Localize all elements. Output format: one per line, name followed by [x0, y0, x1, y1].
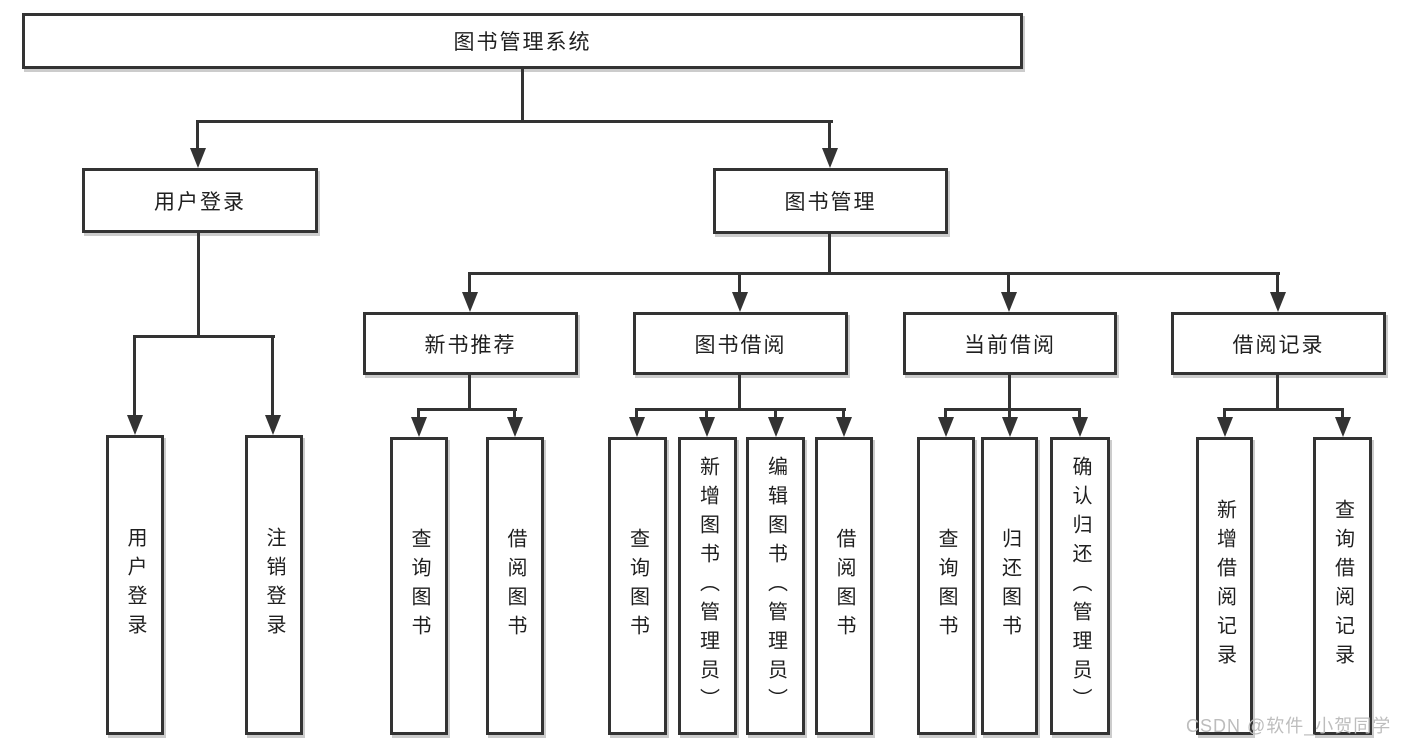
edge-to-cb-return	[1008, 408, 1011, 419]
node-new-book: 新书推荐	[363, 312, 578, 375]
csdn-watermark: CSDN @软件_小贺同学	[1186, 716, 1392, 736]
node-leaf-bw-query: 查询图书	[608, 437, 667, 735]
arrowhead-bw-borrow	[836, 417, 852, 437]
node-records: 借阅记录	[1171, 312, 1386, 375]
arrowhead-cb-return	[1002, 417, 1018, 437]
edge-root-to-book-mgmt	[828, 120, 831, 152]
node-leaf-cb-confirm: 确认归还（管理员）	[1050, 437, 1110, 735]
edge-to-current	[1007, 272, 1010, 294]
edge-records-stem	[1276, 375, 1279, 408]
arrowhead-nb-query	[411, 417, 427, 437]
edge-new-book-stem	[468, 375, 471, 408]
node-leaf-rc-add: 新增借阅记录	[1196, 437, 1253, 735]
edge-current-bar	[944, 408, 1081, 411]
arrowhead-user-login	[190, 148, 206, 168]
edge-root-stem	[521, 69, 524, 120]
arrowhead-records	[1270, 292, 1286, 312]
edge-records-bar	[1223, 408, 1344, 411]
node-leaf-cb-query: 查询图书	[917, 437, 975, 735]
edge-to-cb-confirm	[1078, 408, 1081, 419]
edge-new-book-bar	[417, 408, 517, 411]
arrowhead-leaf-login	[127, 415, 143, 435]
edge-book-mgmt-bar	[468, 272, 1280, 275]
edge-user-login-stem	[197, 233, 200, 335]
edge-to-new-book	[468, 272, 471, 294]
arrowhead-rc-query	[1335, 417, 1351, 437]
arrowhead-cb-confirm	[1072, 417, 1088, 437]
edge-to-nb-query	[417, 408, 420, 419]
node-leaf-logout: 注销登录	[245, 435, 303, 735]
node-borrowing: 图书借阅	[633, 312, 848, 375]
edge-to-nb-borrow	[513, 408, 516, 419]
edge-book-mgmt-stem	[828, 234, 831, 272]
arrowhead-leaf-logout	[265, 415, 281, 435]
node-book-mgmt: 图书管理	[713, 168, 948, 234]
edge-to-leaf-logout	[271, 335, 274, 419]
arrowhead-bw-add	[699, 417, 715, 437]
edge-to-bw-borrow	[842, 408, 845, 419]
arrowhead-book-mgmt	[822, 148, 838, 168]
arrowhead-current	[1001, 292, 1017, 312]
edge-to-bw-add	[705, 408, 708, 419]
edge-borrowing-bar	[635, 408, 846, 411]
node-leaf-nb-query: 查询图书	[390, 437, 448, 735]
edge-to-rc-add	[1223, 408, 1226, 419]
arrowhead-bw-edit	[768, 417, 784, 437]
arrowhead-new-book	[462, 292, 478, 312]
arrowhead-rc-add	[1217, 417, 1233, 437]
edge-to-borrowing	[738, 272, 741, 294]
arrowhead-borrowing	[732, 292, 748, 312]
node-leaf-user-login: 用户登录	[106, 435, 164, 735]
node-current: 当前借阅	[903, 312, 1117, 375]
node-user-login: 用户登录	[82, 168, 318, 233]
node-root: 图书管理系统	[22, 13, 1023, 69]
edge-to-bw-edit	[774, 408, 777, 419]
node-leaf-bw-borrow: 借阅图书	[815, 437, 873, 735]
edge-to-leaf-login	[133, 335, 136, 419]
arrowhead-bw-query	[629, 417, 645, 437]
node-leaf-bw-edit: 编辑图书（管理员）	[746, 437, 805, 735]
edge-current-stem	[1008, 375, 1011, 408]
node-leaf-nb-borrow: 借阅图书	[486, 437, 544, 735]
edge-to-rc-query	[1341, 408, 1344, 419]
arrowhead-cb-query	[938, 417, 954, 437]
node-leaf-rc-query: 查询借阅记录	[1313, 437, 1372, 735]
edge-root-to-user-login	[196, 120, 199, 152]
edge-user-login-bar	[133, 335, 275, 338]
edge-to-bw-query	[635, 408, 638, 419]
arrowhead-nb-borrow	[507, 417, 523, 437]
edge-to-cb-query	[944, 408, 947, 419]
edge-to-records	[1276, 272, 1279, 294]
node-leaf-cb-return: 归还图书	[981, 437, 1038, 735]
node-leaf-bw-add: 新增图书（管理员）	[678, 437, 737, 735]
edge-root-bar	[197, 120, 833, 123]
edge-borrowing-stem	[738, 375, 741, 408]
